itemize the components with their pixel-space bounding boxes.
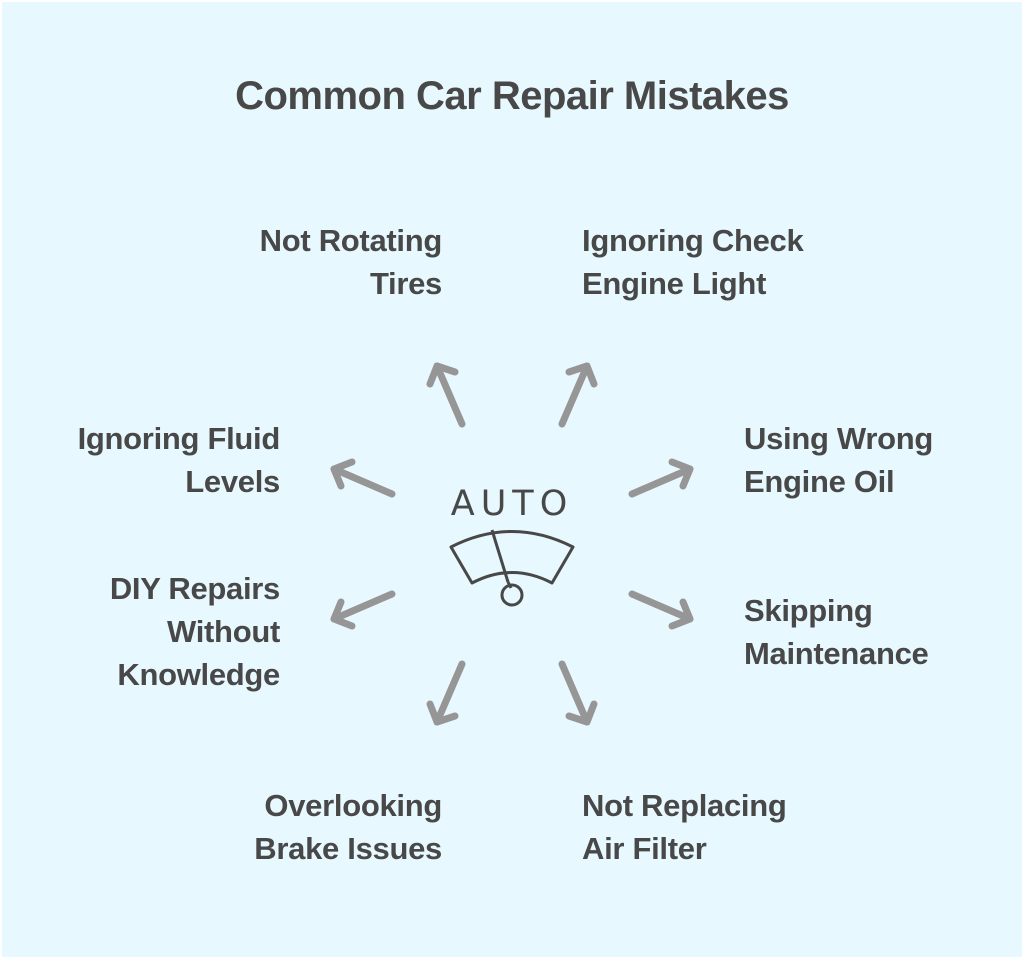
diagram-title: Common Car Repair Mistakes xyxy=(235,74,789,118)
arrow-icon-right-down xyxy=(628,590,694,630)
item-label-check-engine-light: Ignoring Check Engine Light xyxy=(582,223,804,301)
item-label-wrong-engine-oil: Using Wrong Engine Oil xyxy=(744,421,933,499)
item-label-brake-issues: Overlooking Brake Issues xyxy=(254,788,442,866)
item-label-not-rotating-tires: Not Rotating Tires xyxy=(259,223,443,301)
arrow-icon-up-left xyxy=(426,362,466,428)
item-label-fluid-levels: Ignoring Fluid Levels xyxy=(77,421,281,499)
item-label-air-filter: Not Replacing Air Filter xyxy=(582,788,787,866)
item-label-diy-repairs: DIY Repairs Without Knowledge xyxy=(109,571,280,692)
arrow-icon-down-right xyxy=(558,660,598,726)
arrow-icon-right-up xyxy=(628,458,694,498)
auto-wiper-icon xyxy=(449,529,575,607)
arrow-icon-down-left xyxy=(426,660,466,726)
arrow-icon-left-down xyxy=(330,590,396,630)
arrow-icon-left-up xyxy=(330,458,396,498)
auto-icon-text: AUTO xyxy=(451,484,574,524)
item-label-skipping-maintenance: Skipping Maintenance xyxy=(744,593,929,671)
arrow-icon-up-right xyxy=(558,362,598,428)
